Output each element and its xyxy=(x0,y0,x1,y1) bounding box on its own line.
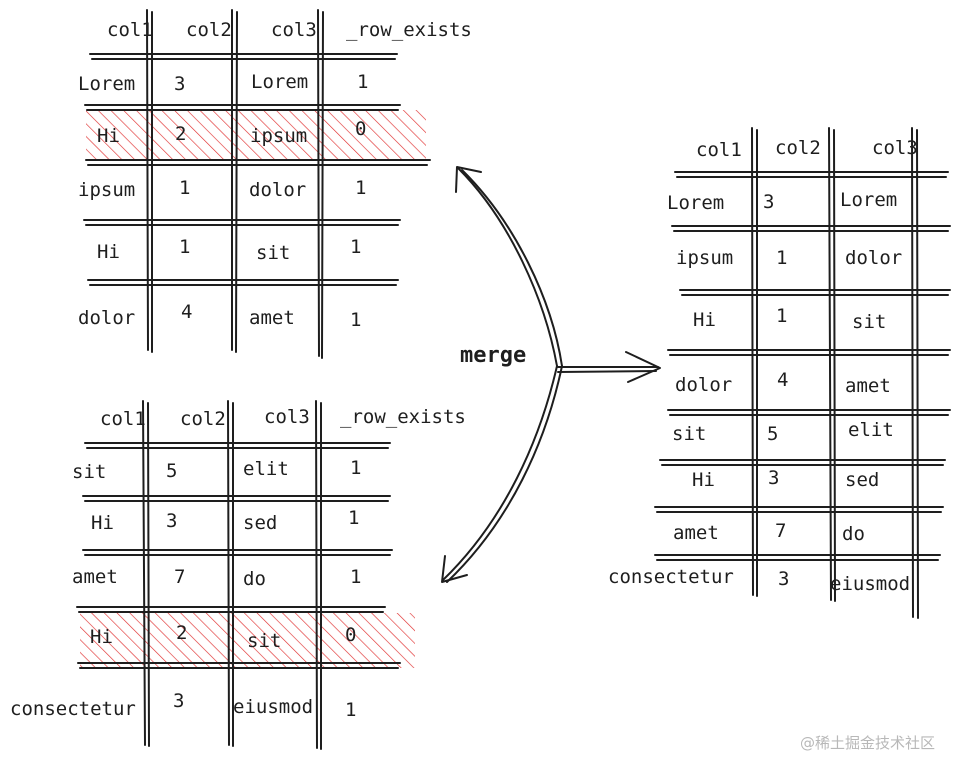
arrow-head-right-icon xyxy=(625,351,661,383)
table-result: col1 col2 col3 Lorem 3 Lorem ipsum 1 dol… xyxy=(608,127,951,619)
table-result-cell: 1 xyxy=(776,247,787,269)
deleted-row-highlight-top xyxy=(86,110,426,160)
table-bottom-cell: 3 xyxy=(166,510,177,532)
table-bottom-cell: consectetur xyxy=(10,698,136,720)
merge-arrows xyxy=(441,166,661,583)
table-result-cell: sed xyxy=(845,469,879,491)
table-top-cell: ipsum xyxy=(78,179,135,201)
table-result-cell: consectetur xyxy=(608,566,734,588)
table-bottom-cell: eiusmod xyxy=(233,696,313,718)
table-bottom-grid xyxy=(76,400,401,750)
table-result-cell: amet xyxy=(845,375,891,397)
table-top-cell: 1 xyxy=(357,71,368,93)
table-bottom-cell: do xyxy=(243,568,266,590)
table-bottom-cell: 1 xyxy=(348,507,359,529)
table-top-cell: Lorem xyxy=(78,73,135,95)
table-bottom-cell: elit xyxy=(243,458,289,480)
table-top-cell: ipsum xyxy=(250,125,307,147)
table-result-grid xyxy=(654,127,951,619)
table-top-cell: dolor xyxy=(78,307,135,329)
table-result-cell: dolor xyxy=(845,247,902,269)
table-result-cell: 7 xyxy=(775,520,786,542)
table-bottom-cell: Hi xyxy=(90,626,113,648)
table-result-header-col1: col1 xyxy=(696,139,742,161)
table-top-cell: 1 xyxy=(179,236,190,258)
table-bottom-cell: Hi xyxy=(91,512,114,534)
table-result-header-col3: col3 xyxy=(872,137,918,159)
table-bottom-cell: 5 xyxy=(166,460,177,482)
table-result-cell: ipsum xyxy=(676,247,733,269)
table-top-cell: 1 xyxy=(179,177,190,199)
table-result-cell: elit xyxy=(848,419,894,441)
table-top-header-row-exists: _row_exists xyxy=(346,19,472,41)
table-top-cell: 4 xyxy=(181,301,192,323)
table-bottom-header-col2: col2 xyxy=(180,408,226,430)
arrow-head-down-icon xyxy=(441,555,468,583)
table-top: col1 col2 col3 _row_exists Lorem 3 Lorem… xyxy=(78,9,472,359)
table-result-cell: 1 xyxy=(776,305,787,327)
table-result-cell: Hi xyxy=(693,309,716,331)
table-result-cell: sit xyxy=(852,311,886,333)
arrow-head-up-icon xyxy=(455,166,482,193)
table-top-cell: 0 xyxy=(355,118,366,140)
table-top-cell: Hi xyxy=(97,241,120,263)
table-top-cell: Hi xyxy=(97,125,120,147)
table-top-cell: 1 xyxy=(355,177,366,199)
table-top-header-col2: col2 xyxy=(186,19,232,41)
table-result-cell: 3 xyxy=(778,568,789,590)
table-top-cell: dolor xyxy=(249,179,306,201)
table-result-cell: Lorem xyxy=(667,192,724,214)
table-bottom-cell: sed xyxy=(243,512,277,534)
table-bottom-cell: sit xyxy=(72,461,106,483)
table-result-cell: 3 xyxy=(768,467,779,489)
deleted-row-highlight-bottom xyxy=(80,613,415,668)
table-bottom-header-row-exists: _row_exists xyxy=(340,406,466,428)
watermark: @稀土掘金技术社区 xyxy=(800,734,935,752)
table-bottom-cell: amet xyxy=(72,566,118,588)
table-top-cell: Lorem xyxy=(251,71,308,93)
table-top-header-col3: col3 xyxy=(271,19,317,41)
merge-curve-up-inner xyxy=(461,169,563,367)
table-result-cell: eiusmod xyxy=(830,573,910,595)
table-bottom-cell: sit xyxy=(247,630,281,652)
merge-curve-down xyxy=(442,365,558,581)
table-result-cell: amet xyxy=(673,522,719,544)
table-bottom-cell: 1 xyxy=(350,457,361,479)
table-top-cell: 3 xyxy=(174,73,185,95)
table-top-header-col1: col1 xyxy=(107,19,153,41)
table-bottom-cell: 1 xyxy=(350,566,361,588)
table-result-cell: dolor xyxy=(675,374,732,396)
table-bottom-cell: 0 xyxy=(345,624,356,646)
table-result-cell: sit xyxy=(672,423,706,445)
table-bottom: col1 col2 col3 _row_exists sit 5 elit 1 … xyxy=(10,400,466,750)
table-top-grid xyxy=(83,9,431,359)
table-bottom-cell: 1 xyxy=(345,699,356,721)
table-result-cell: 3 xyxy=(763,191,774,213)
table-top-cell: amet xyxy=(249,307,295,329)
table-result-header-col2: col2 xyxy=(775,137,821,159)
table-top-cell: 1 xyxy=(350,309,361,331)
table-top-cell: 1 xyxy=(350,236,361,258)
table-bottom-header-col1: col1 xyxy=(100,408,146,430)
merge-curve-down-inner xyxy=(446,365,563,583)
table-bottom-header-col3: col3 xyxy=(264,406,310,428)
merge-curve-up xyxy=(457,167,558,367)
table-top-cell: sit xyxy=(256,242,290,264)
table-top-cell: 2 xyxy=(175,123,186,145)
table-bottom-cell: 2 xyxy=(176,622,187,644)
table-result-cell: do xyxy=(842,523,865,545)
merge-arrow-right-inner xyxy=(557,370,657,373)
table-result-cell: 5 xyxy=(767,423,778,445)
table-result-cell: Hi xyxy=(692,469,715,491)
table-result-cell: 4 xyxy=(777,369,788,391)
table-result-cell: Lorem xyxy=(840,189,897,211)
table-bottom-cell: 7 xyxy=(174,566,185,588)
merge-label: merge xyxy=(460,343,526,368)
table-bottom-cell: 3 xyxy=(173,690,184,712)
